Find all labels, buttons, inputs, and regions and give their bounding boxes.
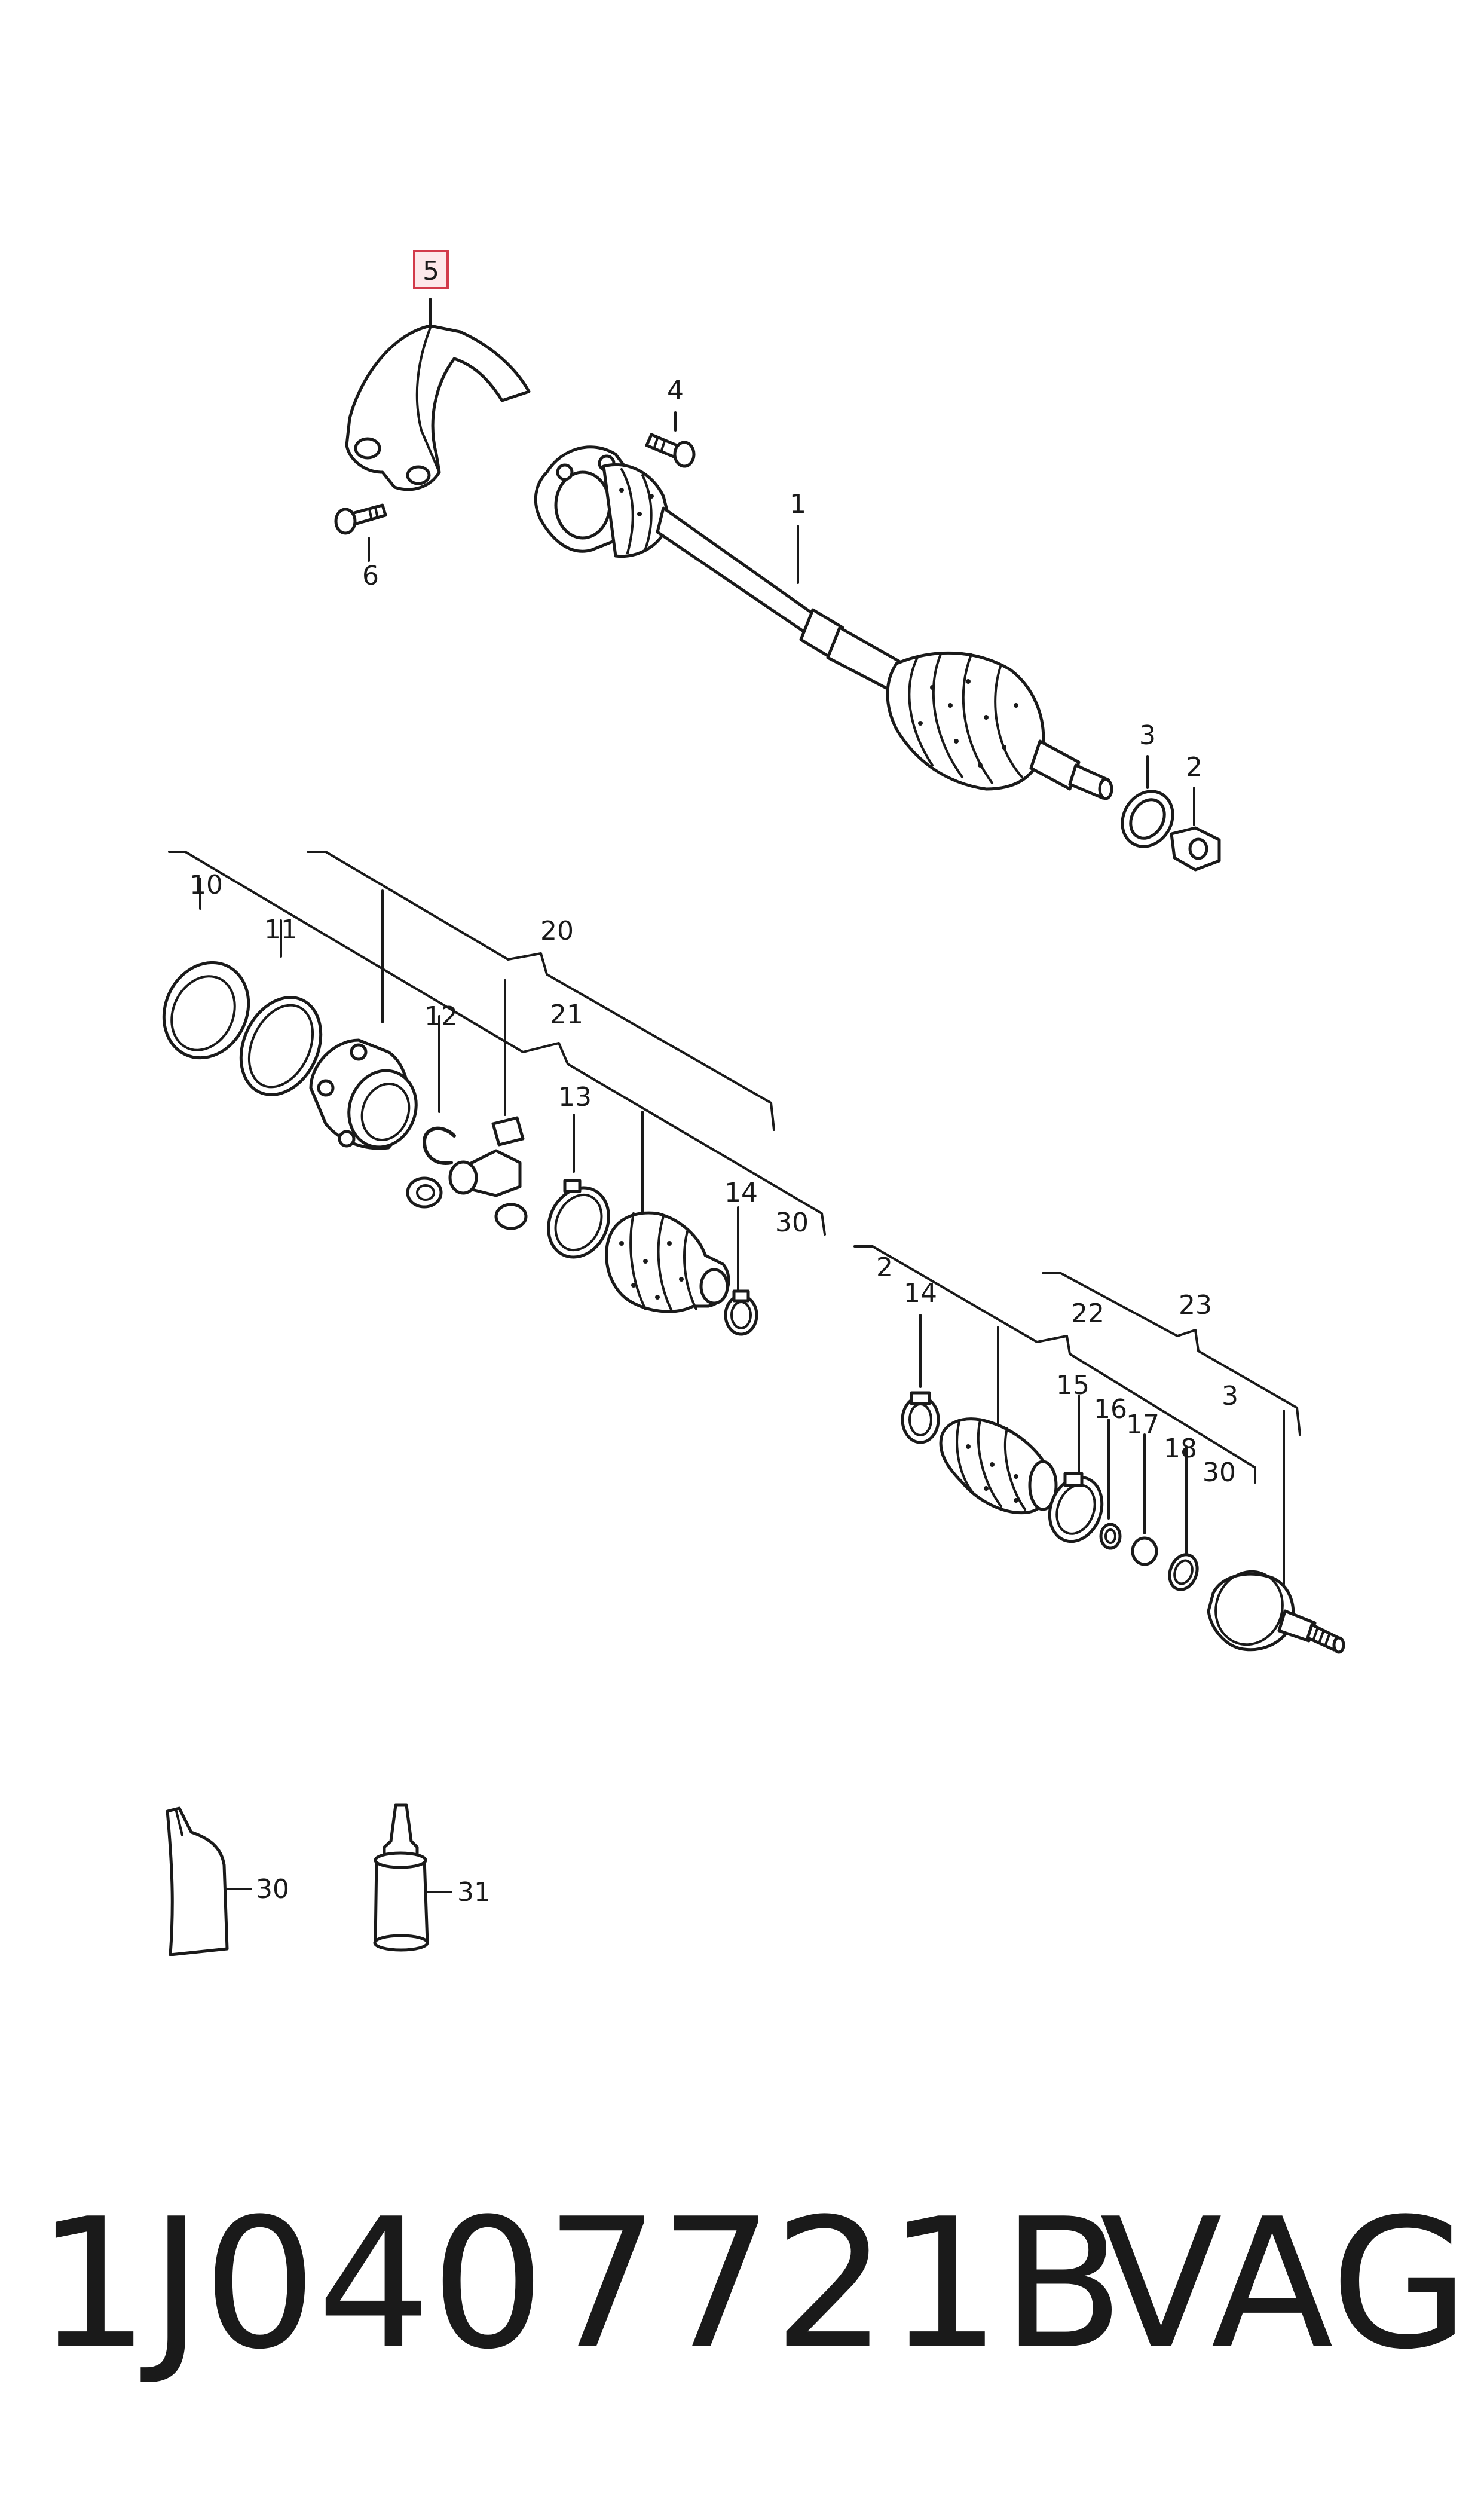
callout-12[interactable]: 12 <box>424 1001 458 1032</box>
callout-20[interactable]: 20 <box>540 916 574 946</box>
callout-30-bottom[interactable]: 30 <box>256 1874 289 1904</box>
inner-boot-part <box>605 1211 730 1313</box>
group-bracket-20-21 <box>168 851 826 1292</box>
clamp-part-15 <box>1048 1472 1104 1543</box>
callout-14-right[interactable]: 14 <box>904 1278 937 1309</box>
callout-21[interactable]: 21 <box>550 999 583 1030</box>
group-bracket-22-23 <box>853 1245 1301 1585</box>
clamp-part-13 <box>547 1179 610 1259</box>
clamp-part-14-right <box>901 1391 940 1444</box>
callout-1[interactable]: 1 <box>790 489 806 519</box>
callout-5[interactable]: 5 <box>423 256 439 286</box>
callout-5-highlight <box>413 250 449 289</box>
washer-part-3 <box>1121 755 1174 848</box>
callout-18[interactable]: 18 <box>1164 1433 1197 1464</box>
callout-11[interactable]: 11 <box>264 915 298 945</box>
circlip-part-12 <box>423 1126 456 1165</box>
grease-tube-part-30 <box>166 1806 252 1956</box>
joint-housing-part <box>309 1038 418 1150</box>
spacer-part-17 <box>1131 1536 1158 1566</box>
circlip-part-18 <box>1168 1553 1199 1591</box>
part-number: 1J0407721B <box>36 2180 1124 2389</box>
dust-cap-part-10 <box>162 961 250 1060</box>
callout-14-left[interactable]: 14 <box>724 1178 758 1208</box>
ring-part-16 <box>1099 1523 1122 1550</box>
callout-2-top[interactable]: 2 <box>1186 752 1203 782</box>
callout-30-right[interactable]: 30 <box>1203 1457 1236 1488</box>
grease-bottle-part-31 <box>373 1803 452 1952</box>
callout-23[interactable]: 23 <box>1179 1290 1212 1320</box>
callout-31[interactable]: 31 <box>457 1877 491 1907</box>
boot-texture-dots <box>619 488 1018 1503</box>
callout-13[interactable]: 13 <box>558 1082 592 1112</box>
outer-boot-part <box>939 1417 1058 1515</box>
bushing-part <box>406 1176 443 1209</box>
callout-4[interactable]: 4 <box>667 375 684 406</box>
drive-shaft-part-1 <box>534 445 1113 800</box>
callout-22[interactable]: 22 <box>1071 1298 1104 1329</box>
callout-15[interactable]: 15 <box>1056 1370 1090 1401</box>
callout-2-right[interactable]: 2 <box>876 1252 893 1283</box>
small-clamp-part-14 <box>724 1289 758 1336</box>
callout-10[interactable]: 10 <box>189 870 223 900</box>
gasket-part-11 <box>239 996 323 1096</box>
callout-3-top[interactable]: 3 <box>1139 720 1156 751</box>
callout-30-left[interactable]: 30 <box>775 1207 809 1238</box>
nut-part-2 <box>1170 787 1221 872</box>
callout-6[interactable]: 6 <box>362 561 379 591</box>
callout-16[interactable]: 16 <box>1094 1394 1127 1424</box>
brand-name: VAG <box>1100 2180 1469 2389</box>
callout-17[interactable]: 17 <box>1126 1410 1159 1440</box>
heat-shield-part <box>345 298 531 491</box>
bolt-part-4 <box>645 411 696 468</box>
bolt-part-6 <box>334 503 387 562</box>
callout-3-right[interactable]: 3 <box>1222 1381 1238 1411</box>
outer-cv-joint-part <box>1207 1570 1345 1654</box>
tripod-part <box>448 1116 528 1230</box>
